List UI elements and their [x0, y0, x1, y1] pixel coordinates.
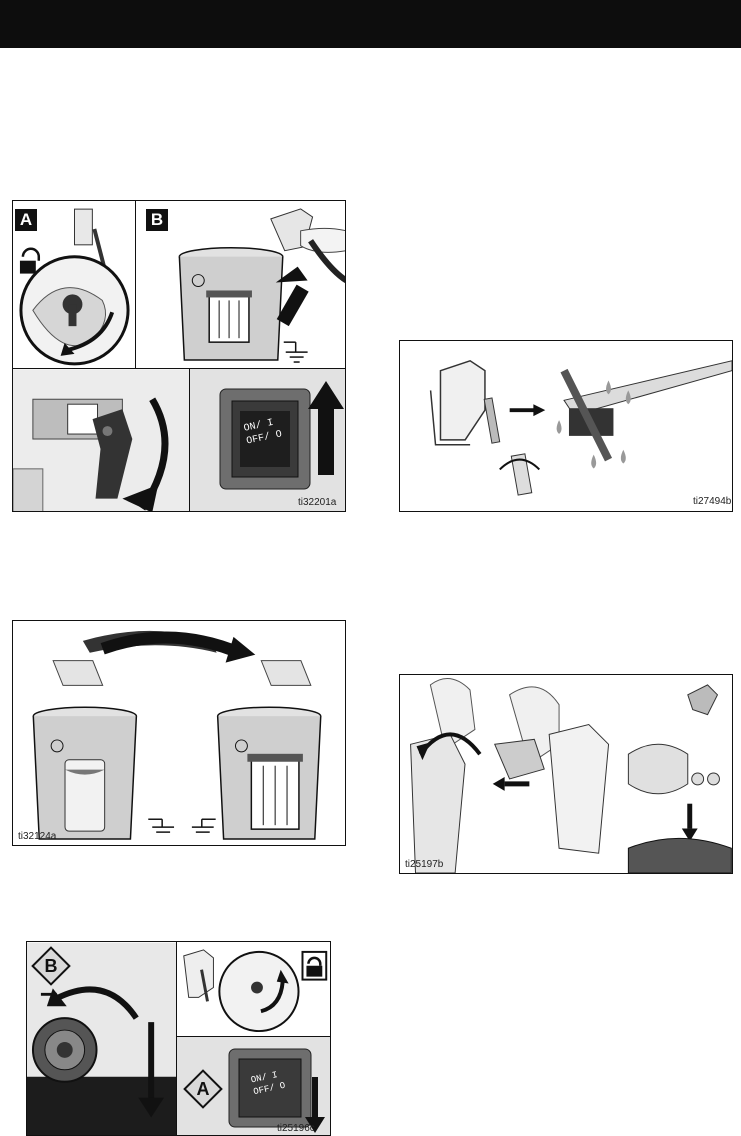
panel-power-off: ON/ I OFF/ O A ti25196c: [177, 1037, 330, 1135]
figure-id: ti32124a: [18, 831, 57, 842]
spray-into-pail-illustration: [178, 208, 345, 363]
flush-pails-illustration: [32, 630, 322, 840]
figure-clean-filter: ti27494b: [399, 340, 733, 512]
figure-shutdown: B ON/ I OFF/ O A ti25196c: [26, 941, 331, 1136]
header-bar: [0, 0, 741, 48]
panel-b: B: [136, 201, 345, 369]
filter-brush-illustration: [429, 359, 732, 496]
panel-trigger-lock: [177, 942, 330, 1037]
figure-id: ti25196c: [277, 1123, 315, 1134]
figure-id: ti32201a: [298, 497, 337, 508]
panel-c: C: [13, 369, 190, 511]
panel-b-letter: B: [146, 209, 168, 231]
panel-a-letter: A: [15, 209, 37, 231]
figure-flush-pails: ti32124a: [12, 620, 346, 846]
pressure-knob-illustration: [27, 942, 176, 1135]
panel-pressure-control: B: [27, 942, 177, 1135]
power-switch-illustration: [190, 369, 345, 511]
figure-id: ti27494b: [693, 496, 732, 507]
diamond-a-letter: A: [196, 1079, 210, 1099]
prime-valve-illustration: [13, 369, 189, 511]
figure-pressure-relief: A B: [12, 200, 346, 512]
panel-a: A: [13, 201, 136, 369]
panel-d: D ON/ I OFF/ O ti32201a: [190, 369, 345, 511]
tip-guard-removal-illustration: [410, 678, 732, 873]
trigger-lock-illustration: [183, 949, 328, 1033]
diamond-b-letter: B: [44, 956, 58, 976]
lock-trigger-illustration: [19, 208, 130, 366]
power-switch-off-illustration: [177, 1037, 330, 1135]
figure-id: ti25197b: [405, 859, 444, 870]
figure-remove-guard: ti25197b: [399, 674, 733, 874]
